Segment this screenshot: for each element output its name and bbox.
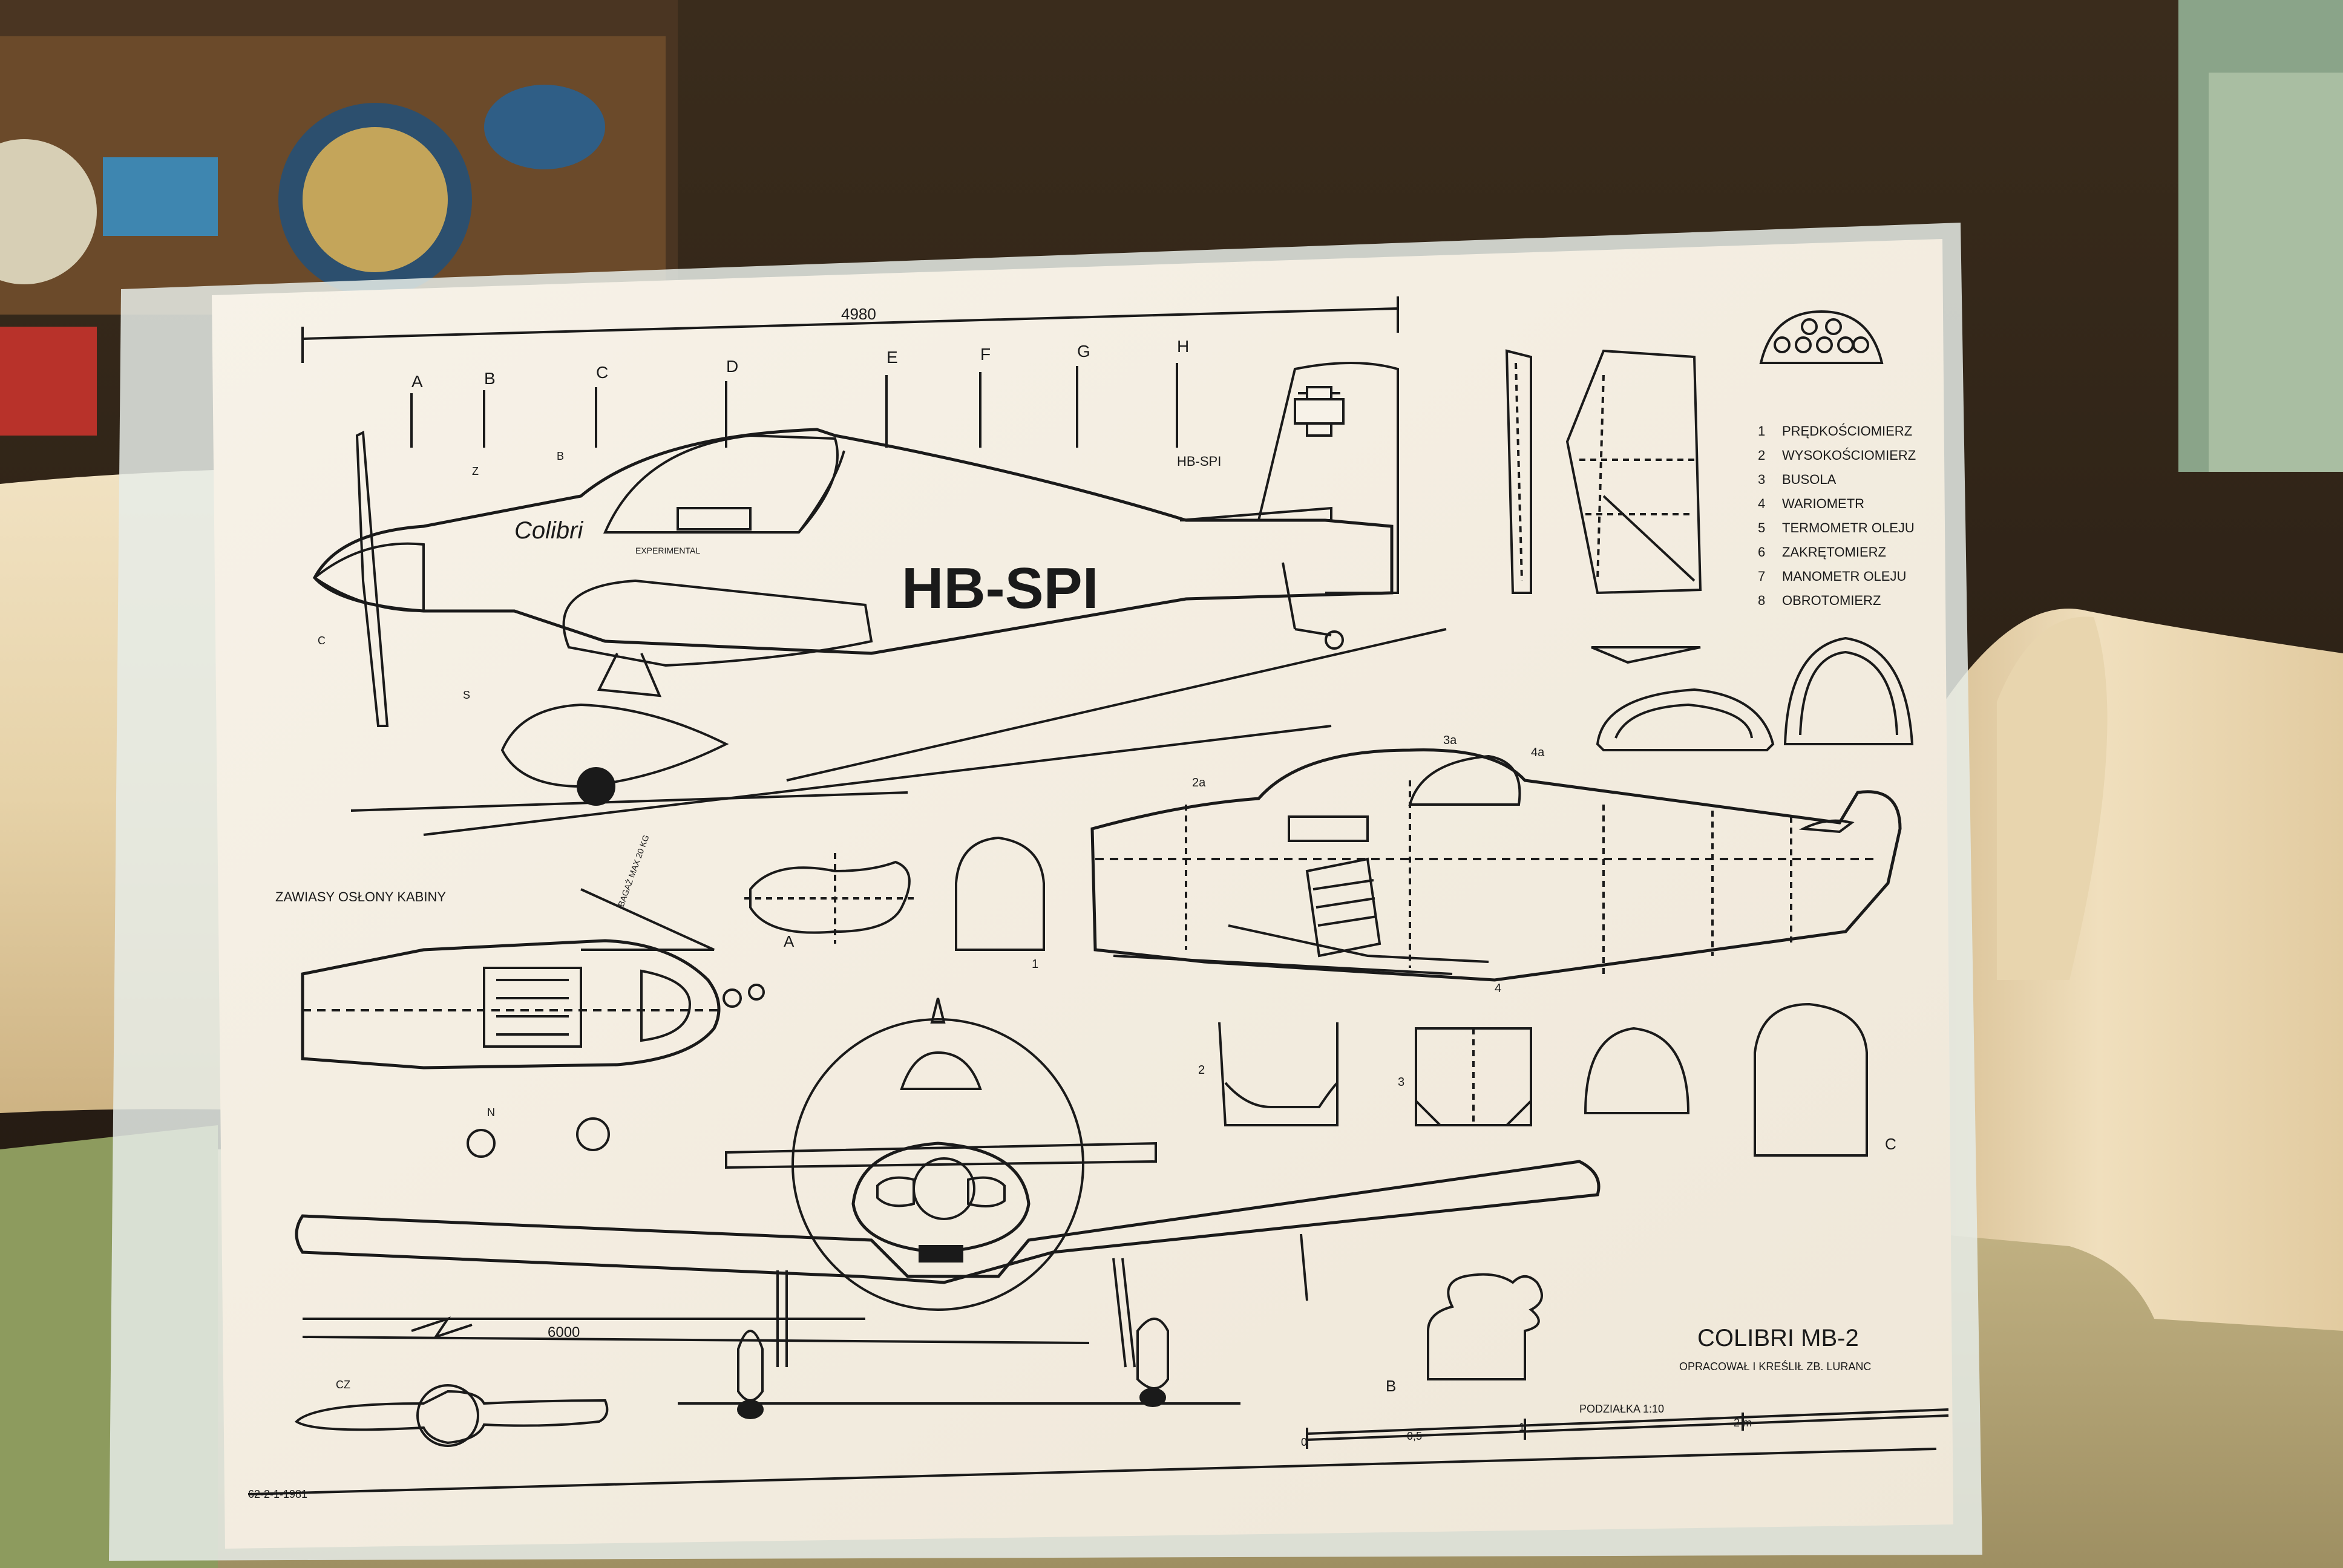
label-section-2a: 2a — [1192, 776, 1206, 789]
registration-small: HB-SPI — [1177, 454, 1221, 469]
legend-name-6: ZAKRĘTOMIERZ — [1782, 544, 1886, 560]
label-section-c: C — [1885, 1135, 1896, 1153]
propeller-top — [294, 1390, 609, 1445]
legend-num-4: 4 — [1758, 496, 1765, 511]
section-2a — [1596, 688, 1775, 751]
sticker-5 — [0, 327, 97, 436]
gauge-left — [467, 1129, 496, 1158]
dimension-top: 4980 — [841, 305, 876, 323]
doc-number: 62-2-1-1981 — [248, 1488, 307, 1500]
section-b — [1427, 1273, 1543, 1380]
scale-1: 1 — [1519, 1421, 1525, 1433]
experimental-label: EXPERIMENTAL — [635, 546, 700, 555]
swiss-cross-horizontal — [1294, 398, 1345, 425]
legend-name-5: TERMOMETR OLEJU — [1782, 520, 1915, 535]
fin-panel — [1565, 349, 1702, 595]
section-letters: A B C D E F G H — [411, 337, 1189, 391]
legend-num-7: 7 — [1758, 569, 1765, 584]
canopy-hinges-label: ZAWIASY OSŁONY KABINY — [275, 889, 446, 904]
propeller-disc — [791, 1018, 1084, 1311]
section-letter-d: D — [726, 357, 738, 376]
legend-num-6: 6 — [1758, 544, 1765, 560]
label-section-2: 2 — [1198, 1063, 1205, 1077]
registration: HB-SPI — [902, 556, 1098, 621]
section-c — [1754, 1002, 1868, 1157]
scale-2m: 2 m — [1734, 1417, 1752, 1429]
legend-name-4: WARIOMETR — [1782, 496, 1864, 511]
section-letter-b: B — [484, 369, 496, 388]
cutaway-fuselage — [1090, 748, 1902, 982]
rudder-side — [1505, 349, 1532, 594]
blueprint-paper — [212, 239, 1953, 1549]
section-letter-h: H — [1177, 337, 1189, 356]
side-view-propeller — [355, 430, 389, 727]
label-section-b: B — [1386, 1377, 1396, 1395]
top-view-fuselage — [301, 939, 721, 1070]
scale-05: 0,5 — [1407, 1430, 1422, 1442]
legend-name-8: OBROTOMIERZ — [1782, 593, 1881, 608]
label-z: Z — [472, 465, 479, 477]
section-4a — [1584, 1027, 1690, 1114]
instrument-legend: 1 PRĘDKOŚCIOMIERZ 2 WYSOKOŚCIOMIERZ 3 BU… — [1758, 423, 1916, 608]
side-view-fin — [1257, 362, 1399, 594]
engine-cowl-front — [851, 1142, 1031, 1254]
legend-num-2: 2 — [1758, 448, 1765, 463]
label-section-3a: 3a — [1443, 734, 1457, 747]
section-a — [749, 860, 911, 934]
wheel-pant-side — [500, 703, 729, 788]
legend-num-1: 1 — [1758, 423, 1765, 439]
instrument-panel — [1759, 310, 1884, 364]
label-b: B — [557, 450, 564, 462]
legend-name-3: BUSOLA — [1782, 472, 1837, 487]
span-dimension: 6000 — [548, 1324, 580, 1341]
label-section-4: 4 — [1495, 982, 1501, 995]
label-cz: CZ — [336, 1379, 350, 1391]
scale-label: PODZIAŁKA 1:10 — [1579, 1403, 1664, 1415]
scale-0: 0 — [1301, 1436, 1307, 1448]
label-section-3: 3 — [1398, 1076, 1404, 1089]
section-letter-f: F — [980, 345, 991, 364]
section-letter-a: A — [411, 372, 423, 391]
section-3a — [1783, 636, 1914, 745]
plan-title: COLIBRI MB-2 — [1697, 1325, 1859, 1351]
legend-num-8: 8 — [1758, 593, 1765, 608]
label-section-a: A — [784, 932, 795, 950]
section-2 — [1218, 1022, 1339, 1126]
blueprint-drawing — [247, 296, 1949, 1495]
section-letter-c: C — [596, 363, 608, 382]
legend-name-1: PRĘDKOŚCIOMIERZ — [1782, 423, 1912, 439]
section-letter-g: G — [1077, 342, 1090, 361]
label-section-4a: 4a — [1531, 746, 1545, 759]
plan-author: OPRACOWAŁ I KREŚLIŁ ZB. LURANC — [1679, 1360, 1871, 1373]
sticker-1 — [0, 139, 97, 284]
section-1 — [955, 836, 1045, 951]
sticker-3 — [103, 157, 218, 236]
gauge-right — [576, 1117, 610, 1151]
script-name: Colibri — [514, 517, 583, 544]
sticker-4 — [484, 85, 605, 169]
label-n: N — [487, 1106, 495, 1119]
label-c: C — [318, 635, 326, 647]
wing-front-view — [295, 1160, 1601, 1284]
legend-name-7: MANOMETR OLEJU — [1782, 569, 1906, 584]
legend-num-5: 5 — [1758, 520, 1765, 535]
label-s: S — [463, 689, 470, 701]
legend-name-2: WYSOKOŚCIOMIERZ — [1782, 448, 1916, 463]
legend-num-3: 3 — [1758, 472, 1765, 487]
label-section-1: 1 — [1032, 958, 1038, 971]
section-letter-e: E — [886, 348, 898, 367]
